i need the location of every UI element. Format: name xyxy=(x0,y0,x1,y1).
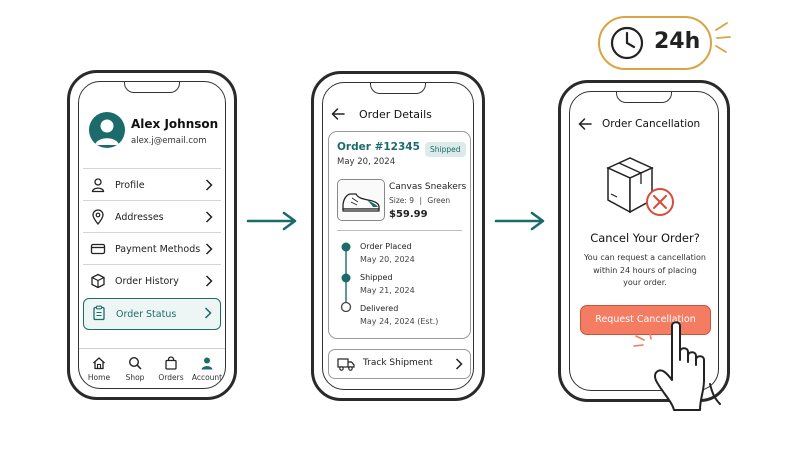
product-price: $59.99 xyxy=(389,209,428,220)
avatar-person-icon xyxy=(95,119,119,145)
menu-item-payment-methods[interactable]: Payment Methods xyxy=(83,232,221,265)
menu-label: Addresses xyxy=(115,211,164,223)
tab-label: Account xyxy=(191,373,223,382)
clock-icon xyxy=(610,26,644,60)
emphasis-lines-icon xyxy=(715,22,731,53)
tab-account[interactable]: Account xyxy=(189,356,225,382)
timeline-step-date: May 24, 2024 (Est.) xyxy=(360,317,439,326)
account-menu: Profile Addresses Payment Methods Order … xyxy=(83,168,221,330)
order-details-screen: Order Details Order #12345 May 20, 2024 … xyxy=(322,82,474,390)
time-limit-badge: 24h xyxy=(598,16,712,70)
chevron-right-icon xyxy=(205,179,213,191)
flow-arrow-icon xyxy=(246,211,297,231)
timeline-dot-pending xyxy=(340,301,352,312)
menu-label: Order History xyxy=(115,275,179,287)
pointing-hand-icon xyxy=(654,321,721,411)
attribute-separator: | xyxy=(419,196,422,205)
person-icon xyxy=(91,178,105,193)
phone-order-cancellation: Order Cancellation Cancel Your Order? Yo… xyxy=(558,80,730,402)
credit-card-icon xyxy=(90,243,106,255)
product-color: Green xyxy=(427,196,451,205)
chevron-right-icon xyxy=(455,358,463,370)
sneaker-icon xyxy=(342,193,380,212)
card-divider xyxy=(337,230,462,231)
flow-arrow-icon xyxy=(494,211,545,231)
menu-label: Payment Methods xyxy=(115,243,201,255)
menu-item-order-status[interactable]: Order Status xyxy=(83,298,221,330)
order-number: Order #12345 xyxy=(337,141,420,153)
chevron-right-icon xyxy=(205,275,213,287)
location-pin-icon xyxy=(92,209,104,225)
menu-label: Profile xyxy=(115,179,145,191)
product-size: Size: 9 xyxy=(389,196,415,205)
bottom-nav: Home Shop Orders Account xyxy=(79,348,225,388)
timeline-dot-done xyxy=(341,242,351,252)
description-line: your order. xyxy=(623,278,667,287)
status-badge: Shipped xyxy=(425,142,466,157)
order-date: May 20, 2024 xyxy=(337,157,396,167)
product-name: Canvas Sneakers xyxy=(389,182,467,192)
timeline-step-date: May 21, 2024 xyxy=(360,286,415,295)
track-shipment-button[interactable]: Track Shipment xyxy=(328,349,471,379)
account-screen: Alex Johnson alex.j@email.com Profile Ad… xyxy=(78,81,226,389)
page-title: Order Details xyxy=(359,108,432,121)
timeline-step-label: Delivered xyxy=(360,304,399,313)
track-shipment-label: Track Shipment xyxy=(363,358,433,368)
phone-notch xyxy=(616,92,672,103)
package-cancel-icon xyxy=(606,157,674,216)
timeline-step-label: Shipped xyxy=(360,273,393,282)
tab-label: Shop xyxy=(125,373,145,382)
search-icon xyxy=(128,356,142,370)
truck-icon xyxy=(337,358,355,371)
tab-shop[interactable]: Shop xyxy=(117,356,153,382)
product-thumbnail[interactable] xyxy=(337,179,385,221)
request-cancellation-label: Request Cancellation xyxy=(595,314,696,325)
time-limit-text: 24h xyxy=(654,29,701,54)
tab-label: Home xyxy=(87,373,111,382)
back-arrow-icon[interactable] xyxy=(331,108,345,120)
tap-emphasis-icon xyxy=(633,332,652,347)
cancel-heading: Cancel Your Order? xyxy=(590,231,700,245)
phone-notch xyxy=(124,82,180,93)
shopping-bag-icon xyxy=(165,356,177,370)
cancel-description: You can request a cancellation within 24… xyxy=(570,252,718,290)
product-attributes: Size: 9 | Green xyxy=(389,196,450,205)
order-card: Order #12345 May 20, 2024 Shipped Canvas… xyxy=(328,131,471,339)
package-icon xyxy=(91,273,105,289)
home-icon xyxy=(93,357,105,370)
person-icon xyxy=(201,357,213,370)
menu-item-addresses[interactable]: Addresses xyxy=(83,200,221,233)
tab-label: Orders xyxy=(158,373,184,382)
menu-item-profile[interactable]: Profile xyxy=(83,168,221,201)
order-cancellation-screen: Order Cancellation Cancel Your Order? Yo… xyxy=(569,91,719,391)
phone-notch xyxy=(370,83,426,94)
page-title: Order Cancellation xyxy=(602,118,701,130)
avatar[interactable] xyxy=(89,112,125,148)
back-arrow-icon[interactable] xyxy=(578,118,592,130)
user-email: alex.j@email.com xyxy=(131,136,207,146)
clipboard-icon xyxy=(93,305,105,321)
menu-item-order-history[interactable]: Order History xyxy=(83,264,221,297)
phone-order-details: Order Details Order #12345 May 20, 2024 … xyxy=(311,71,485,401)
user-name: Alex Johnson xyxy=(131,117,219,131)
timeline-step-date: May 20, 2024 xyxy=(360,255,415,264)
timeline-step-label: Order Placed xyxy=(360,242,412,251)
tab-orders[interactable]: Orders xyxy=(153,356,189,382)
phone-account: Alex Johnson alex.j@email.com Profile Ad… xyxy=(67,70,237,400)
request-cancellation-button[interactable]: Request Cancellation xyxy=(580,305,711,335)
timeline-track xyxy=(340,242,352,312)
description-line: within 24 hours of placing xyxy=(593,265,697,275)
chevron-right-icon xyxy=(205,211,213,223)
chevron-right-icon xyxy=(205,243,213,255)
menu-label: Order Status xyxy=(116,308,177,320)
timeline-dot-done xyxy=(341,273,351,283)
description-line: You can request a cancellation xyxy=(583,253,706,262)
tab-home[interactable]: Home xyxy=(81,356,117,382)
chevron-right-icon xyxy=(204,307,212,319)
